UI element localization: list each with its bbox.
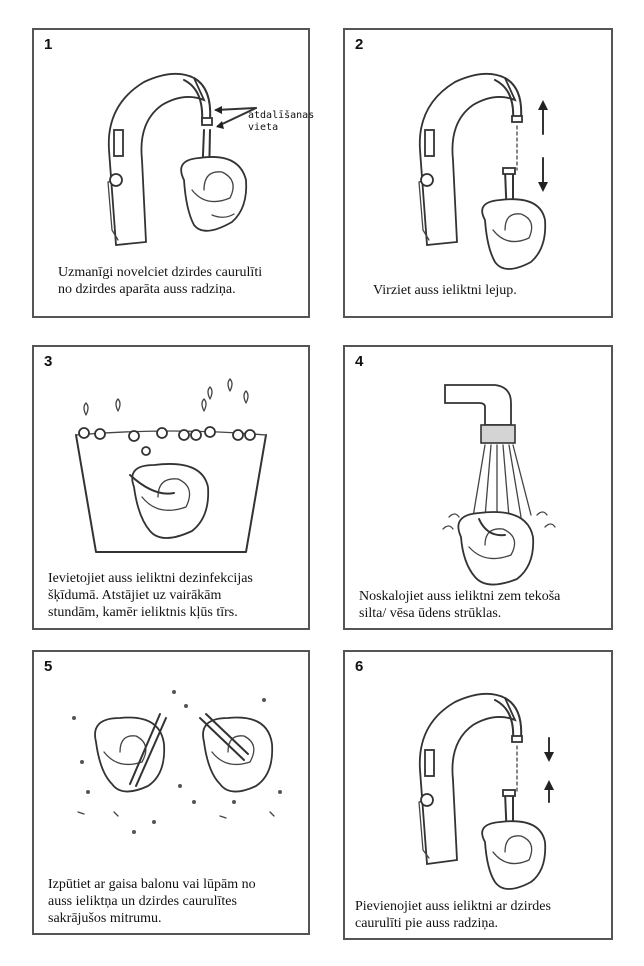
step-panel-4: 4 Noskalojiet auss ieliktni zem tekoša s… [343, 345, 613, 630]
step-panel-2: 2 Virziet auss ieliktni lejup. [343, 28, 613, 318]
step-panel-1: 1 atdalīšanas vieta Uzmanīgi novelciet d… [32, 28, 314, 318]
step-panel-6: 6 Pievienojiet auss ieliktni ar dzirdes … [343, 650, 613, 940]
disinfection-solution-illustration [75, 378, 267, 553]
step-caption: Uzmanīgi novelciet dzirdes caurulīti no … [58, 265, 263, 297]
step-number: 5 [44, 658, 53, 675]
step-caption: Izpūtiet ar gaisa balonu vai lūpām no au… [48, 877, 256, 926]
step-number: 1 [44, 36, 53, 53]
hearing-aid-detach-illustration [107, 72, 257, 246]
step-caption: Virziet auss ieliktni lejup. [373, 283, 517, 298]
rinse-under-water-illustration [442, 384, 556, 586]
step-number: 3 [44, 353, 53, 370]
step-caption: Ievietojiet auss ieliktni dezinfekcijas … [48, 571, 253, 620]
step-number: 6 [355, 658, 364, 675]
step-caption: Noskalojiet auss ieliktni zem tekoša sil… [359, 589, 561, 621]
blow-out-moisture-illustration [72, 690, 282, 834]
step-panel-5: 5 Izpūtiet ar gaisa balonu vai lūpām no … [32, 650, 310, 935]
reattach-ear-mould-illustration [418, 692, 554, 890]
step-number: 2 [355, 36, 364, 53]
step-caption: Pievienojiet auss ieliktni ar dzirdes ca… [355, 899, 551, 931]
move-ear-mould-down-illustration [418, 72, 548, 270]
step-panel-3: 3 Ievietojiet auss ieliktni dezinfekcija… [32, 345, 310, 630]
separation-point-label: atdalīšanas vieta [248, 110, 315, 133]
step-number: 4 [355, 353, 364, 370]
